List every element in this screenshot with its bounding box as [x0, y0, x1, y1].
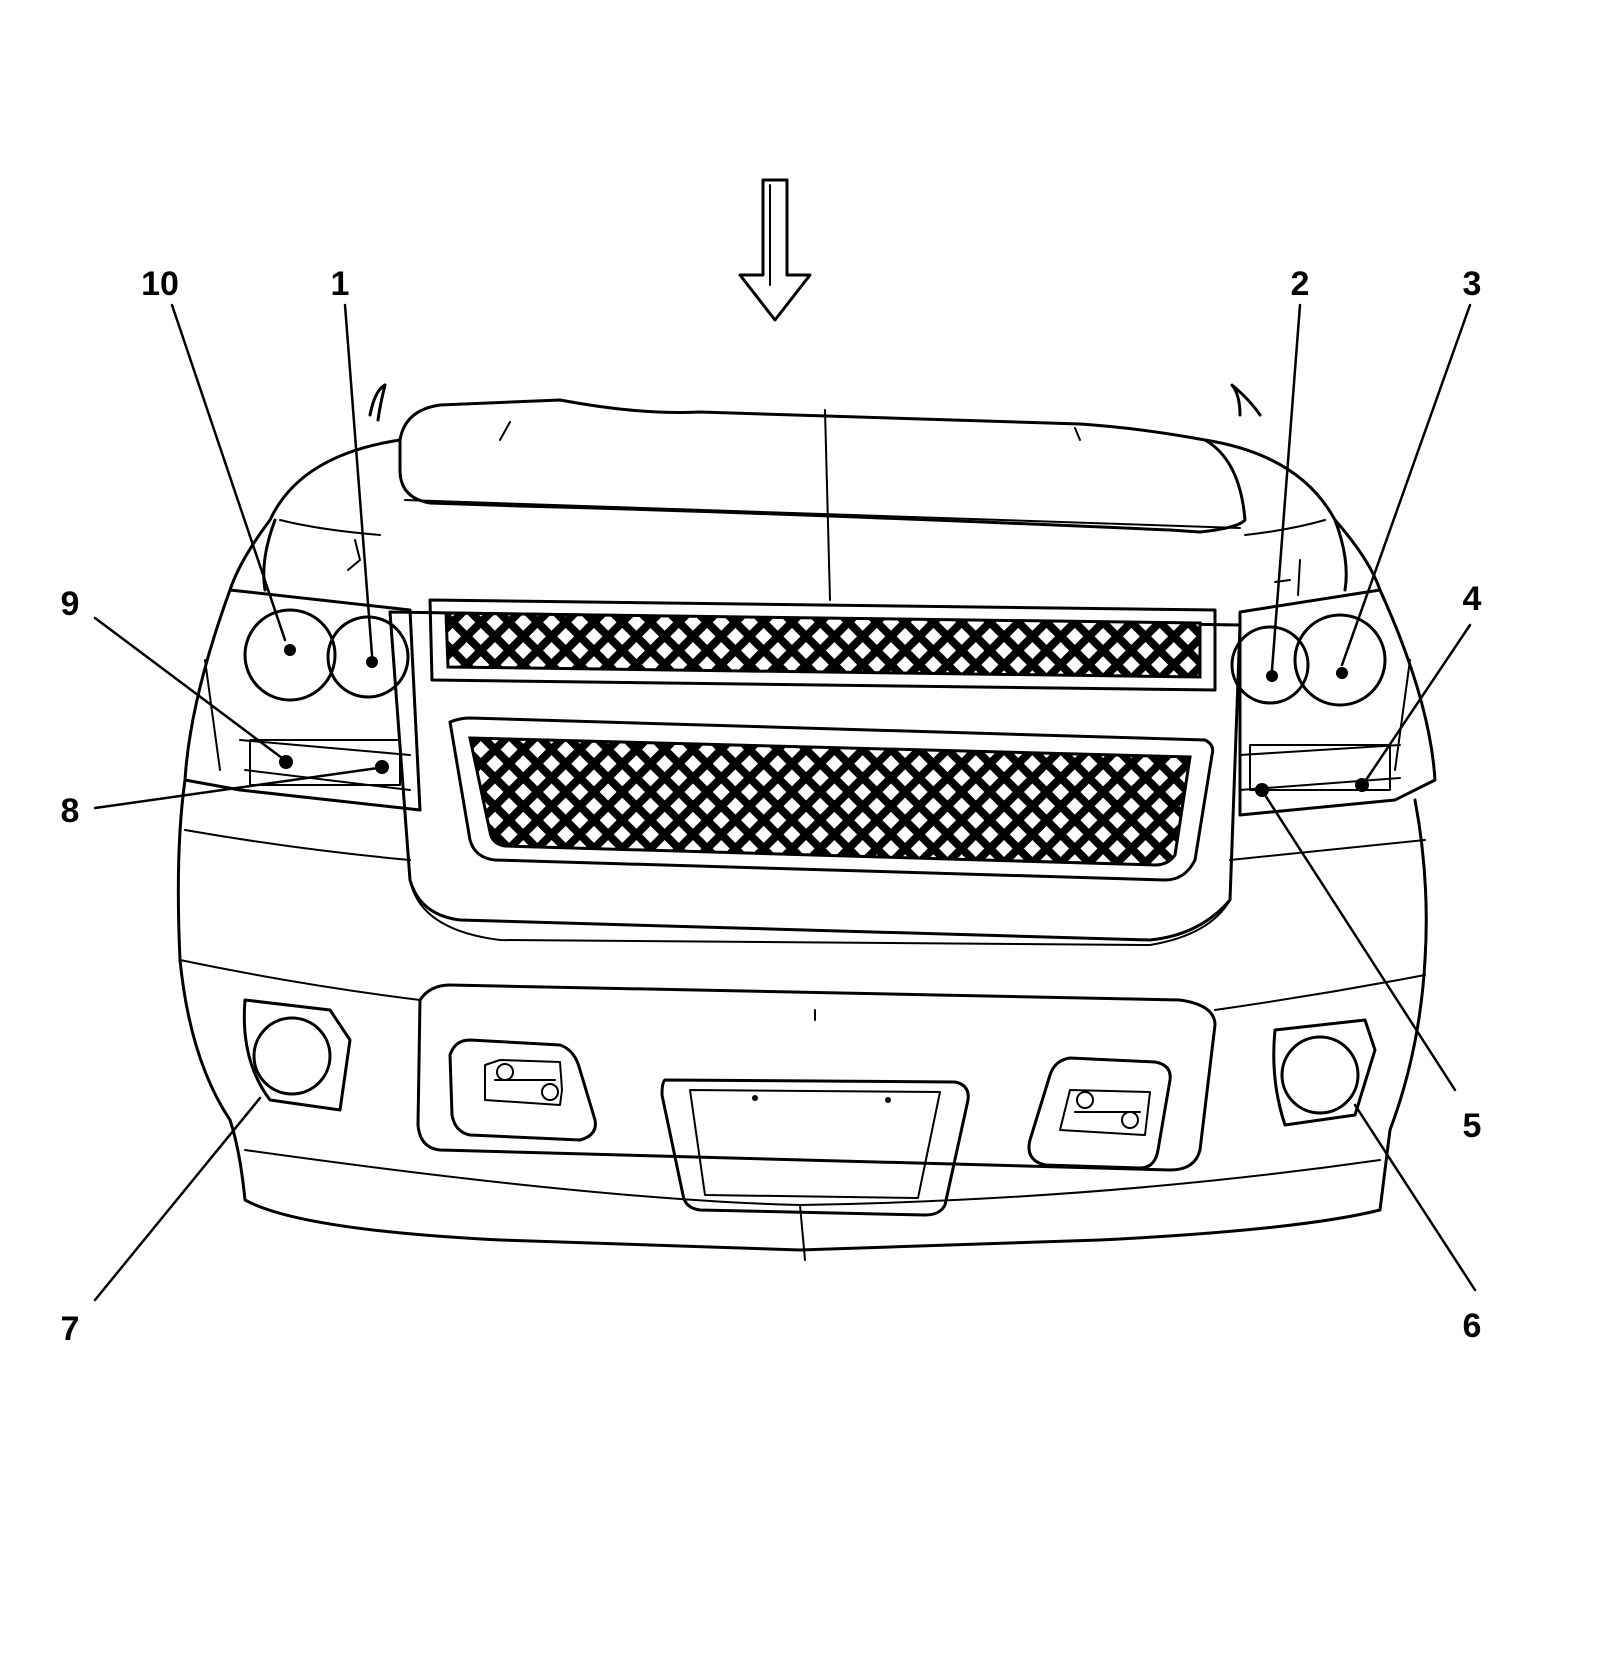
lower-grille [468, 736, 1192, 867]
leader-line-1 [343, 303, 374, 657]
left-fender [228, 383, 402, 592]
grille-surround [388, 598, 1242, 942]
callout-5: 5 [1463, 1107, 1482, 1145]
left-tow-hook [448, 1038, 597, 1142]
right-fender [1203, 383, 1382, 596]
view-direction-arrow-icon [738, 178, 812, 322]
callout-7: 7 [61, 1310, 80, 1348]
leader-end-10 [284, 644, 296, 656]
hood [398, 398, 1247, 601]
leader-line-3 [1340, 303, 1472, 667]
upper-grille [444, 611, 1202, 679]
leader-line-5 [1263, 793, 1457, 1092]
leader-end-9 [279, 755, 293, 769]
leader-line-8 [93, 766, 380, 810]
callout-2: 2 [1291, 265, 1310, 303]
leader-line-4 [1364, 623, 1472, 782]
leader-end-5 [1255, 783, 1269, 797]
front-bumper [176, 778, 1428, 1261]
leader-end-3 [1336, 667, 1348, 679]
leader-line-9 [93, 616, 284, 760]
leader-end-4 [1355, 778, 1369, 792]
leader-end-8 [375, 760, 389, 774]
license-plate-bracket [660, 1078, 970, 1217]
callout-4: 4 [1463, 580, 1482, 618]
left-fog-lamp [242, 998, 352, 1112]
leader-line-10 [170, 303, 287, 642]
right-tow-hook [1027, 1056, 1172, 1170]
callout-6: 6 [1463, 1307, 1482, 1345]
left-headlamp-assembly [183, 588, 422, 812]
leader-line-2 [1270, 303, 1302, 672]
right-fog-lamp [1272, 1018, 1377, 1127]
callout-1: 1 [331, 265, 350, 303]
callout-8: 8 [61, 792, 80, 830]
callout-3: 3 [1463, 265, 1482, 303]
leader-end-2 [1266, 670, 1278, 682]
callout-10: 10 [141, 265, 179, 303]
leader-end-1 [366, 656, 378, 668]
leader-line-6 [1353, 1103, 1477, 1292]
callout-labels: 10 1 2 3 4 5 6 7 8 9 [61, 265, 1482, 1348]
leader-line-7 [93, 1096, 262, 1302]
right-headlamp-assembly [1230, 588, 1437, 817]
leader-lines [93, 303, 1477, 1302]
callout-9: 9 [61, 585, 80, 623]
